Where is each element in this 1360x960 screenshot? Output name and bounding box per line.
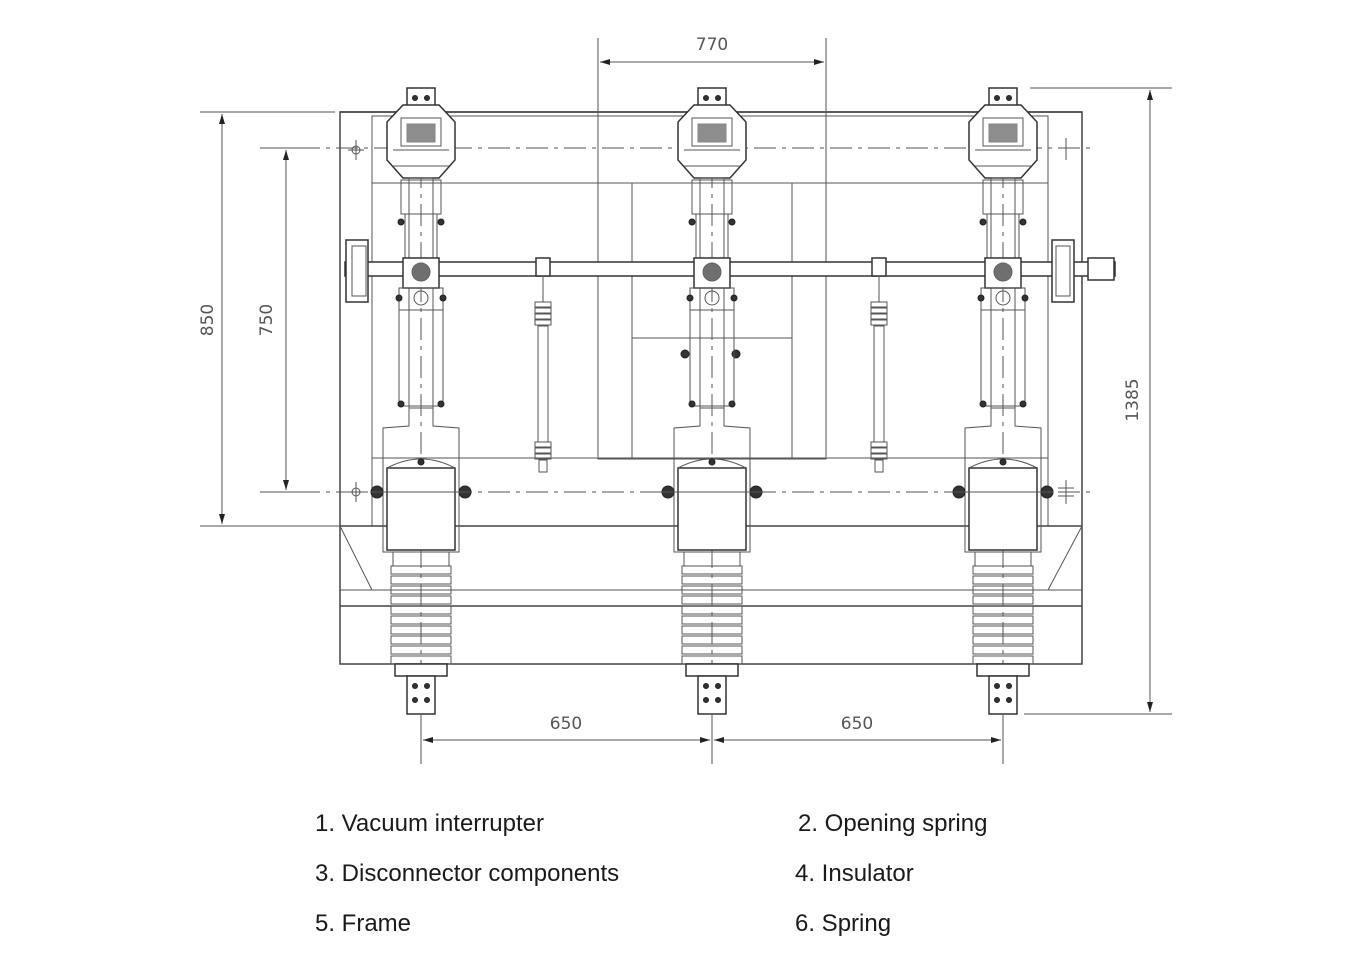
center-lines (260, 90, 1090, 760)
opening-spring-right (870, 257, 888, 473)
dimension-bottom: 650 650 (420, 714, 1004, 764)
dimension-label-left-inner: 750 (257, 304, 277, 336)
legend-item-opening-spring: 2. Opening spring (798, 810, 988, 837)
dimension-label-left-outer: 850 (198, 304, 218, 336)
legend-item-vacuum-interrupter: 1. Vacuum interrupter (315, 810, 544, 837)
technical-drawing: 770 850 750 1385 650 650 (198, 35, 1172, 764)
dimension-left-outer: 850 (198, 111, 340, 527)
opening-spring-left (534, 257, 552, 473)
parts-legend: 1. Vacuum interrupter 2. Opening spring … (0, 800, 1360, 960)
legend-item-disconnector-components: 3. Disconnector components (315, 860, 620, 887)
dimension-label-bottom-left: 650 (550, 714, 582, 734)
legend-item-spring: 6. Spring (795, 910, 892, 937)
frame (339, 111, 1116, 665)
dimension-left-inner: 750 (257, 147, 300, 493)
dimension-label-right: 1385 (1123, 378, 1143, 421)
dimension-label-bottom-right: 650 (841, 714, 873, 734)
legend-item-insulator: 4. Insulator (795, 860, 914, 887)
dimension-label-top: 770 (696, 35, 728, 55)
legend-item-frame: 5. Frame (315, 910, 412, 937)
dimension-top: 770 (597, 35, 827, 185)
dimension-right: 1385 (1024, 87, 1172, 715)
